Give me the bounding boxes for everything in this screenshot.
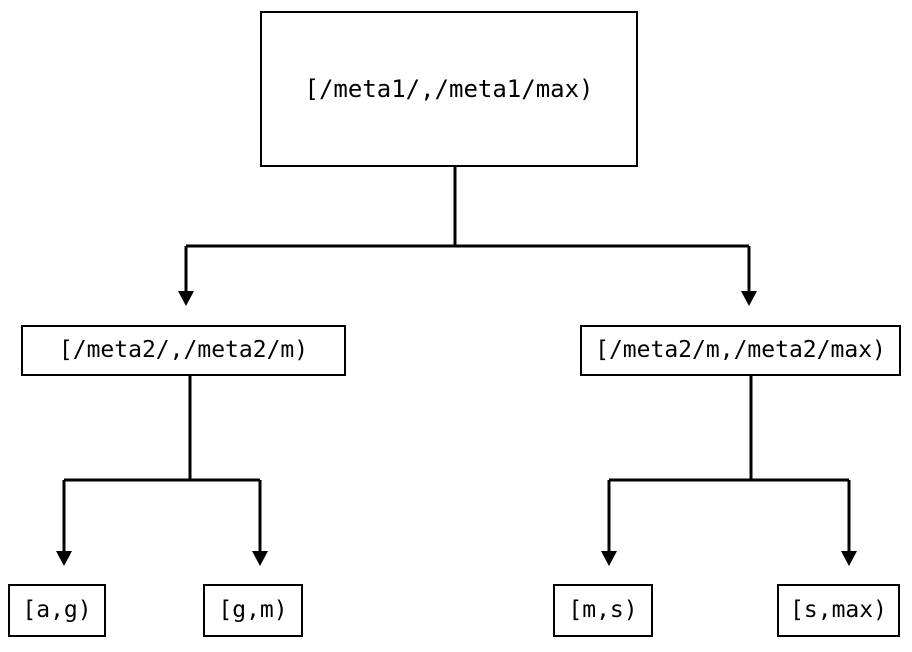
arrowhead-down-icon (601, 551, 617, 566)
tree-node-root-label: [/meta1/,/meta1/max) (304, 75, 594, 103)
arrowhead-down-icon (56, 551, 72, 566)
tree-node-mid-right[interactable]: [/meta2/m,/meta2/max) (580, 325, 901, 376)
arrowhead-down-icon (741, 291, 757, 306)
tree-node-leaf-2[interactable]: [g,m) (203, 584, 303, 637)
tree-node-leaf-3[interactable]: [m,s) (553, 584, 653, 637)
arrowhead-down-icon (252, 551, 268, 566)
arrowhead-down-icon (178, 291, 194, 306)
tree-node-leaf-1-label: [a,g) (22, 597, 92, 623)
arrowhead-down-icon (841, 551, 857, 566)
tree-node-leaf-4-label: [s,max) (790, 597, 887, 623)
tree-node-root[interactable]: [/meta1/,/meta1/max) (260, 11, 638, 167)
tree-node-leaf-1[interactable]: [a,g) (8, 584, 106, 637)
tree-node-leaf-4[interactable]: [s,max) (777, 584, 900, 637)
tree-node-leaf-3-label: [m,s) (568, 597, 638, 623)
tree-node-mid-left[interactable]: [/meta2/,/meta2/m) (21, 325, 346, 376)
tree-node-leaf-2-label: [g,m) (218, 597, 288, 623)
tree-node-mid-left-label: [/meta2/,/meta2/m) (58, 337, 309, 363)
tree-node-mid-right-label: [/meta2/m,/meta2/max) (595, 337, 886, 363)
